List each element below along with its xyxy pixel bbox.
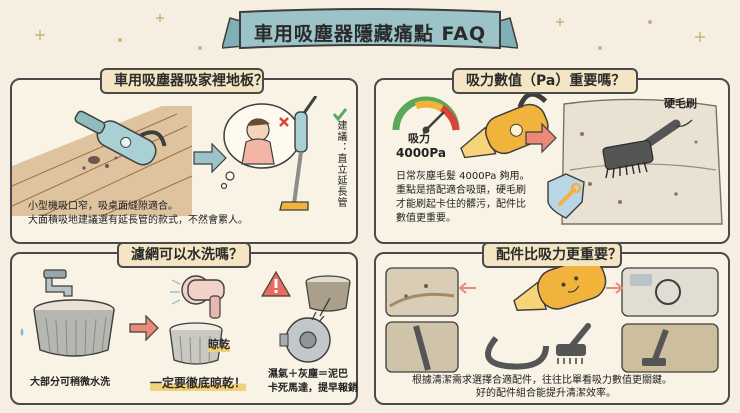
floor-advice: 建議：直立延長管 bbox=[335, 120, 346, 208]
accessories-caption-line-1: 根據清潔需求選擇合適配件，往往比單看吸力數值更關鍵。 bbox=[412, 375, 672, 386]
thought-bubble-icon bbox=[220, 103, 301, 190]
floor-illustration bbox=[12, 96, 348, 216]
suction-caption-line-4: 數值更重要。 bbox=[396, 213, 456, 224]
stick-vacuum-icon bbox=[279, 96, 318, 211]
brush-label: 硬毛刷 bbox=[664, 97, 697, 110]
suction-caption-line-2: 重點是搭配適合吸頭，硬毛刷 bbox=[396, 185, 526, 196]
filter-icon bbox=[33, 299, 115, 357]
floor-caption-line-1: 小型機吸口窄，吸桌面縫隙適合。 bbox=[28, 201, 178, 212]
suction-caption-line-1: 日常灰塵毛髮 4000Pa 夠用。 bbox=[396, 171, 530, 182]
handheld-vacuum-icon bbox=[513, 266, 607, 311]
sparkle-decorations bbox=[35, 14, 705, 50]
arrow-icon bbox=[458, 282, 624, 294]
motor-icon bbox=[279, 297, 331, 363]
dust-particles-icon bbox=[82, 156, 118, 170]
suction-illustration bbox=[392, 94, 723, 225]
filter-illustration bbox=[20, 269, 351, 365]
gauge-value: 4000Pa bbox=[396, 146, 446, 160]
title-banner: 車用吸塵器隱藏痛點 FAQ bbox=[222, 8, 518, 56]
arrow-icon bbox=[129, 314, 159, 342]
car-seat-gap-photo-icon bbox=[385, 321, 459, 373]
panel-filter-title: 濾網可以水洗嗎？ bbox=[117, 242, 251, 268]
panel-floor-title: 車用吸塵器吸家裡地板？ bbox=[100, 68, 268, 94]
warning-icon bbox=[260, 270, 292, 297]
car-mat-photo-icon bbox=[621, 323, 719, 373]
dry-label: 晾乾 bbox=[208, 336, 230, 352]
dashboard-photo-icon bbox=[621, 267, 719, 317]
hair-dryer-icon bbox=[170, 275, 225, 319]
hose-icon bbox=[485, 336, 549, 370]
handheld-vacuum-icon bbox=[74, 110, 167, 166]
panel-suction-title: 吸力數值（Pa）重要嗎？ bbox=[452, 68, 638, 94]
floor-caption-line-2: 大面積吸地建議選有延長管的款式，不然會累人。 bbox=[28, 215, 248, 226]
filter-caption-left: 大部分可稍微水洗 bbox=[30, 377, 110, 388]
car-floor-photo-icon bbox=[385, 267, 459, 317]
brush-head-icon bbox=[602, 119, 693, 179]
gauge-label: 吸力 bbox=[408, 132, 430, 145]
arrow-icon bbox=[525, 122, 557, 154]
faucet-icon bbox=[43, 269, 73, 297]
accessories-illustration bbox=[385, 266, 719, 373]
check-icon bbox=[332, 108, 348, 122]
panel-accessories-title: 配件比吸力更重要？ bbox=[482, 242, 622, 268]
page-title: 車用吸塵器隱藏痛點 FAQ bbox=[253, 23, 487, 45]
shield-icon bbox=[547, 173, 585, 219]
gauge-icon bbox=[392, 96, 460, 134]
filter-caption-right-line-2: 卡死馬達，提早報銷 bbox=[268, 383, 358, 394]
suction-caption-line-3: 才能刷起卡住的髒污，配件比 bbox=[396, 199, 526, 210]
filter-caption-right-line-1: 濕氣＋灰塵＝泥巴 bbox=[268, 369, 348, 380]
filter-caption-mid: 一定要徹底晾乾！ bbox=[150, 374, 247, 391]
brush-head-icon bbox=[556, 323, 591, 364]
arrow-icon bbox=[193, 142, 227, 174]
accessories-caption-line-2: 好的配件組合能提升清潔效率。 bbox=[476, 388, 616, 399]
ribbon-icon bbox=[222, 8, 518, 50]
filter-icon bbox=[305, 275, 351, 312]
